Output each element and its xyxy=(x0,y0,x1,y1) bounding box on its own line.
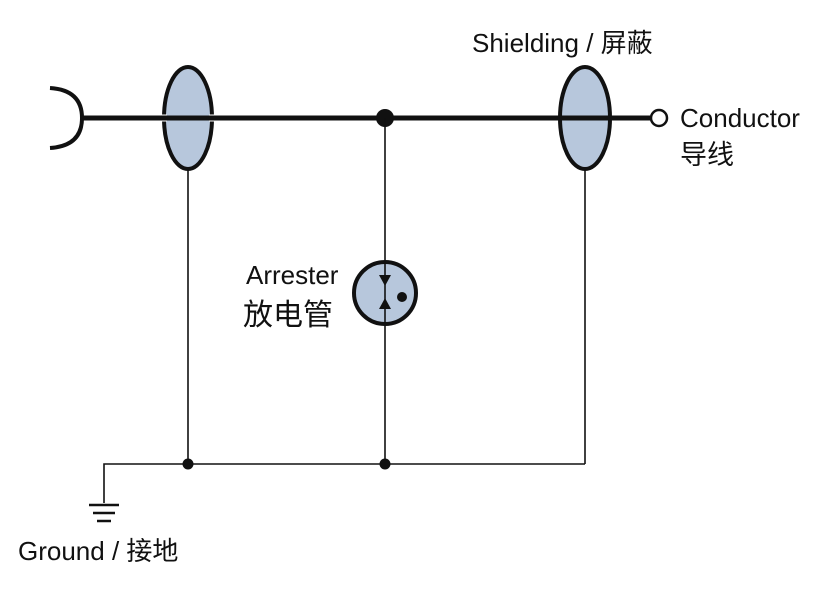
ground-bus-wire xyxy=(103,463,585,503)
ground-junction-left xyxy=(182,458,194,470)
ground-junction-middle xyxy=(379,458,391,470)
shielding-right xyxy=(548,65,624,171)
plug-connector-icon xyxy=(49,86,85,150)
gas-discharge-tube-icon xyxy=(352,260,418,326)
shielding-label: Shielding / 屏蔽 xyxy=(472,28,653,58)
arrester-label-en: Arrester xyxy=(246,260,339,290)
ground-label: Ground / 接地 xyxy=(18,536,178,566)
conductor-label-zh: 导线 xyxy=(680,140,734,170)
arrester-label-zh: 放电管 xyxy=(243,299,333,332)
ground-symbol-icon xyxy=(89,503,119,523)
open-circle-terminal-icon xyxy=(649,108,669,128)
shielding-left xyxy=(150,65,226,171)
conductor-label-en: Conductor xyxy=(680,103,800,133)
